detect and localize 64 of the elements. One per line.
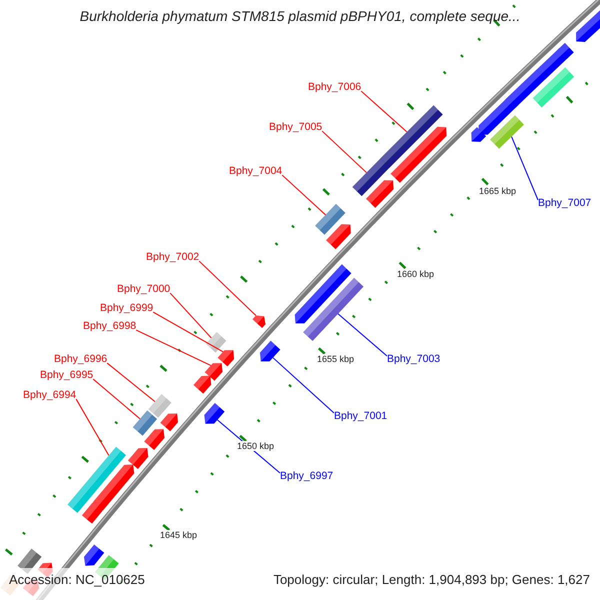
- info-text: Topology: circular; Length: 1,904,893 bp; Genes: 1,627: [273, 573, 590, 588]
- gene-feature: [218, 350, 234, 366]
- gene-feature: [144, 429, 164, 450]
- gene-label: Bphy_6999: [100, 302, 154, 314]
- gene-label: Bphy_7001: [334, 410, 388, 422]
- gene-label: Bphy_7005: [269, 121, 322, 134]
- leader-line: [170, 292, 212, 338]
- leader-line: [136, 330, 212, 366]
- leader-line: [92, 378, 140, 420]
- leader-line: [360, 90, 408, 132]
- leader-line: [337, 313, 388, 356]
- gene-block: [68, 446, 126, 513]
- gene-label: Bphy_7004: [229, 165, 282, 178]
- gene-block: [352, 158, 390, 196]
- gene-label: Bphy_7002: [146, 251, 200, 264]
- gene-feature: [366, 180, 394, 208]
- scale-label: 1645 kbp: [159, 530, 198, 540]
- gene-label: Bphy_6998: [83, 320, 136, 332]
- gene-feature: [252, 316, 266, 328]
- gene-block: [206, 332, 226, 353]
- gene-feature: [294, 264, 352, 324]
- gene-feature: [128, 448, 148, 469]
- leader-line: [106, 362, 156, 402]
- gene-feature: [82, 502, 102, 524]
- gene-feature: [84, 544, 104, 566]
- leader-line: [272, 357, 334, 414]
- scale-label: 1650 kbp: [236, 441, 276, 452]
- gene-block: [380, 105, 443, 168]
- gene-feature: [204, 363, 222, 381]
- gene-feature: [92, 464, 134, 511]
- gene-block: [148, 394, 172, 418]
- gene-feature: [260, 340, 280, 362]
- gene-label: Bphy_6997: [280, 470, 334, 482]
- gene-label: Bphy_6996: [54, 353, 108, 366]
- gene-label: Bphy_6994: [23, 389, 76, 402]
- info-text: Accession: NC_010625: [9, 573, 145, 588]
- leader-line: [322, 130, 367, 174]
- gene-block: [132, 410, 158, 436]
- gene-feature: [471, 127, 486, 142]
- scale-label: 1655 kbp: [316, 354, 356, 364]
- scale-label: 1660 kbp: [396, 269, 436, 280]
- gene-feature: [326, 224, 351, 250]
- gene-block: [315, 204, 346, 235]
- gene-label: Bphy_6995: [40, 369, 94, 382]
- gene-feature: [576, 10, 600, 42]
- gene-label: Bphy_7006: [308, 81, 362, 94]
- gene-feature: [390, 126, 446, 183]
- gene-block: [490, 115, 524, 149]
- leader-line: [76, 398, 110, 456]
- gene-label: Bphy_7000: [117, 283, 170, 296]
- gene-feature: [160, 414, 178, 432]
- gene-feature: [536, 48, 568, 80]
- gene-label: Bphy_7007: [538, 197, 592, 210]
- gene-block: [303, 278, 364, 341]
- leader-line: [198, 260, 256, 316]
- gene-feature: [204, 403, 225, 424]
- title: Burkholderia phymatum STM815 plasmid pBPHY01, complete seque...: [80, 8, 520, 24]
- scale-label: 1665 kbp: [478, 186, 518, 196]
- leader-line: [282, 174, 326, 216]
- leader-line: [152, 312, 224, 352]
- gene-block: [532, 67, 574, 108]
- gene-feature: [194, 376, 212, 394]
- gene-feature: [478, 96, 518, 135]
- gene-label: Bphy_7003: [387, 353, 440, 366]
